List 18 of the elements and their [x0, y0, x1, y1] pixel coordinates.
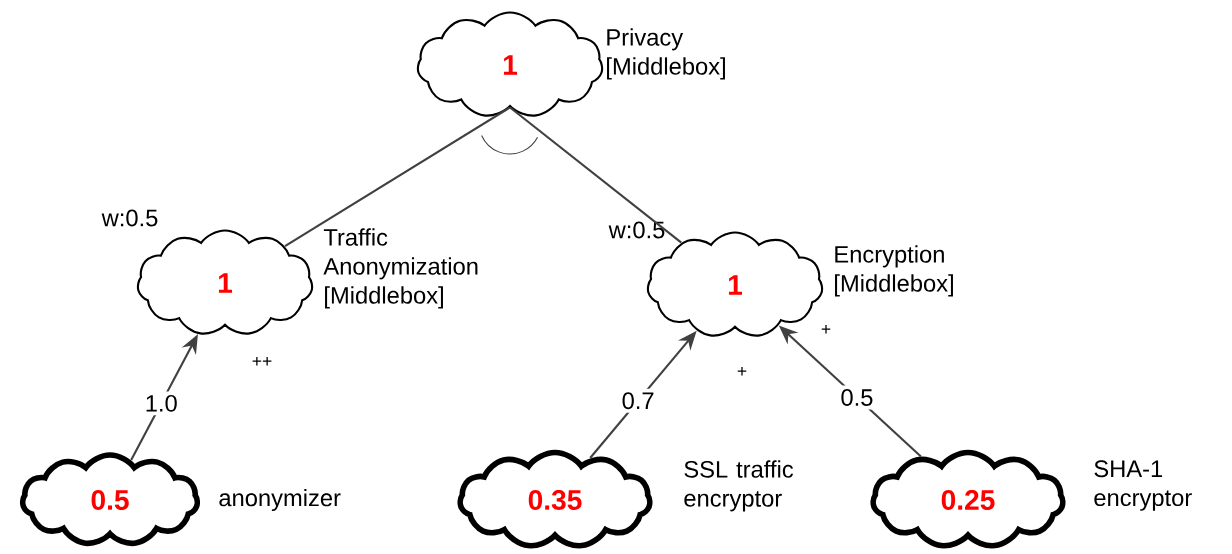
cloud: 1	[136, 229, 314, 335]
cloud: 0.5	[20, 452, 201, 547]
node-caption: Privacy [Middlebox]	[607, 28, 725, 80]
edge-label: 0.7	[618, 388, 659, 413]
contribution-sign: ++	[252, 356, 272, 366]
node-caption: Traffic Anonymization [Middlebox]	[323, 228, 478, 309]
contribution-sign: +	[737, 366, 747, 376]
cloud: 0.25	[870, 449, 1066, 549]
node-caption: Encryption [Middlebox]	[835, 245, 953, 297]
cloud: 0.35	[457, 449, 653, 549]
edge-label: 1.0	[141, 391, 182, 416]
node-caption: anonymizer	[219, 488, 341, 512]
node-caption: SHA-1 encryptor	[1094, 460, 1192, 511]
node-caption: SSL traffic encryptor	[684, 460, 794, 512]
cloud: 1	[416, 11, 604, 117]
edge-label: 0.5	[836, 385, 877, 410]
node-caption: w:0.5	[101, 209, 158, 227]
contribution-sign: +	[821, 324, 831, 334]
